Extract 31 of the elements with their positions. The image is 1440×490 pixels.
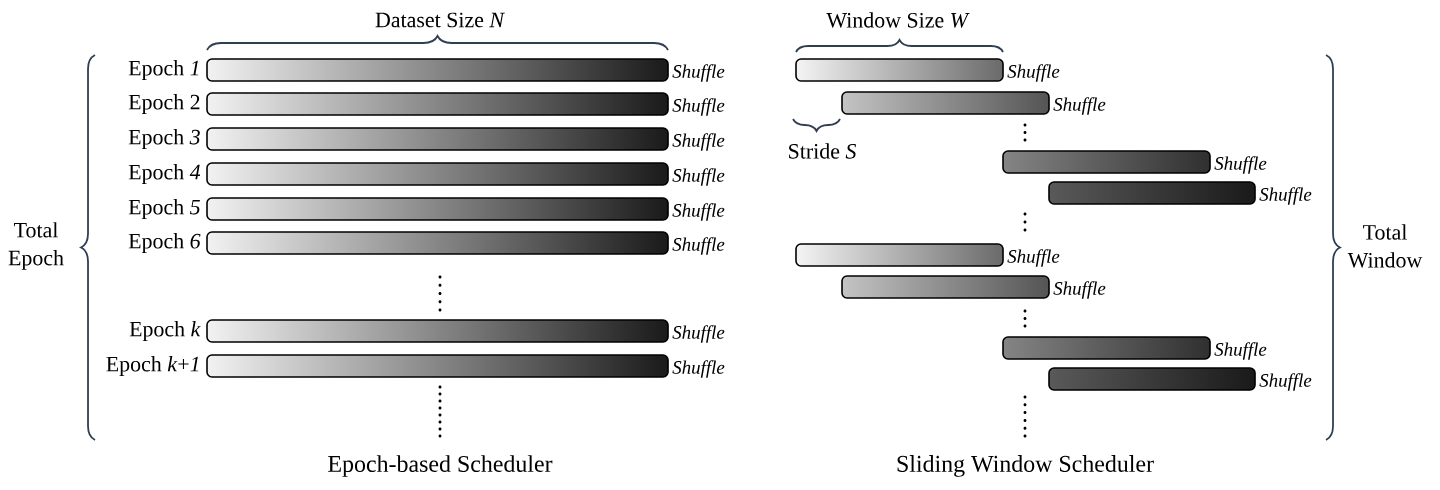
shuffle-label: Shuffle bbox=[1007, 249, 1060, 267]
epoch-label: Epoch 3 bbox=[128, 129, 200, 149]
epoch-label: Epoch 4 bbox=[128, 164, 201, 184]
axis-label: Total Window bbox=[1347, 224, 1423, 268]
scheduler-caption: Epoch-based Scheduler bbox=[328, 455, 553, 477]
shuffle-label: Shuffle bbox=[672, 325, 725, 343]
epoch-label: Epoch k bbox=[129, 321, 201, 341]
shuffle-label: Shuffle bbox=[672, 168, 725, 186]
epoch-label: Epoch 5 bbox=[128, 199, 200, 219]
epoch-label: Epoch k+1 bbox=[106, 356, 199, 376]
shuffle-label: Shuffle bbox=[672, 203, 725, 221]
epoch-label: Epoch 1 bbox=[128, 60, 199, 80]
brace-label: Stride S bbox=[789, 143, 857, 159]
shuffle-label: Shuffle bbox=[672, 98, 725, 116]
axis-label: Total Epoch bbox=[8, 222, 64, 270]
shuffle-label: Shuffle bbox=[1259, 187, 1312, 205]
shuffle-label: Shuffle bbox=[1053, 281, 1106, 299]
shuffle-label: Shuffle bbox=[672, 64, 725, 82]
shuffle-label: Shuffle bbox=[1007, 64, 1060, 82]
brace-label: Dataset Size N bbox=[375, 12, 506, 28]
scheduler-caption: Sliding Window Scheduler bbox=[897, 455, 1154, 477]
epoch-label: Epoch 2 bbox=[128, 94, 200, 114]
shuffle-label: Shuffle bbox=[1053, 97, 1106, 115]
shuffle-label: Shuffle bbox=[672, 237, 725, 255]
shuffle-label: Shuffle bbox=[672, 133, 725, 151]
brace-label: Window Size W bbox=[826, 12, 970, 28]
shuffle-label: Shuffle bbox=[1259, 373, 1312, 391]
shuffle-label: Shuffle bbox=[672, 360, 725, 378]
shuffle-label: Shuffle bbox=[1214, 156, 1267, 174]
shuffle-label: Shuffle bbox=[1214, 342, 1267, 360]
epoch-label: Epoch 6 bbox=[128, 233, 201, 253]
